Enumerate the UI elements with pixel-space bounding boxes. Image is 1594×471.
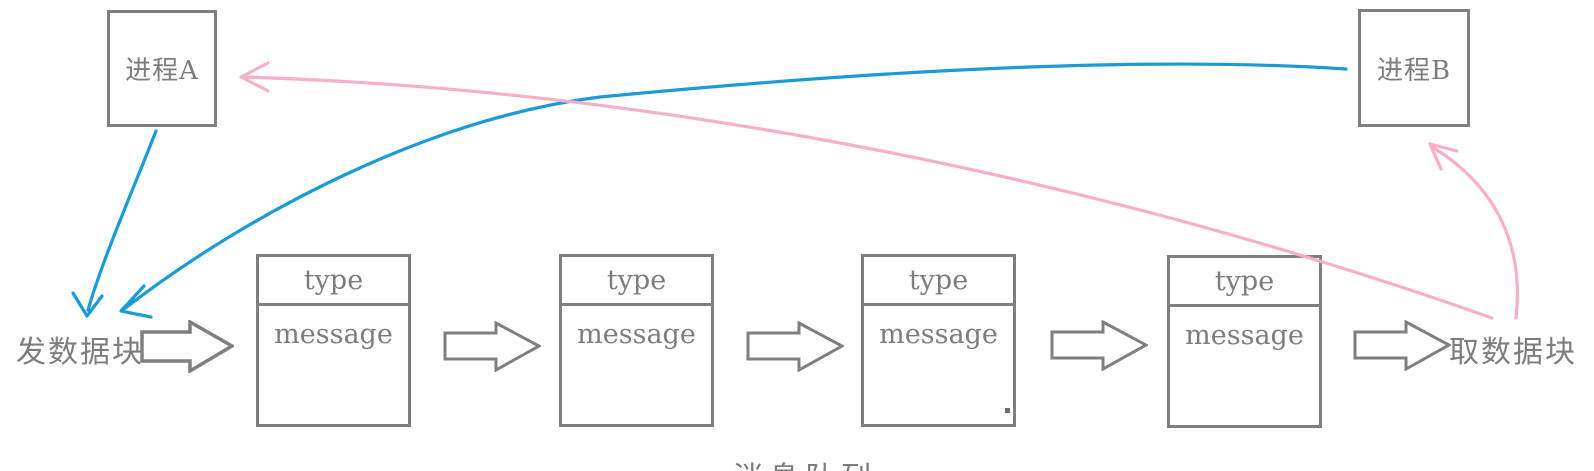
node-type-cell: type — [259, 257, 408, 306]
curve-receive-to-process-b — [1432, 146, 1519, 320]
message-node: type message — [559, 254, 714, 427]
queue-flow-arrow-icon — [1353, 319, 1453, 375]
node-message-cell: message — [274, 319, 393, 350]
queue-flow-arrow-icon — [140, 318, 236, 377]
node-message-cell: message — [577, 319, 696, 350]
send-data-label: 发数据块 — [16, 335, 144, 370]
process-b-label: 进程B — [1376, 55, 1452, 86]
node-type-cell: type — [562, 257, 711, 306]
right-block-arrow-icon — [1050, 319, 1150, 372]
queue-flow-arrow-icon — [746, 320, 846, 376]
message-node: type message — [256, 254, 411, 427]
arrowhead-icon — [71, 291, 104, 318]
queue-flow-arrow-icon — [443, 320, 543, 376]
arrowhead-icon — [1428, 142, 1459, 171]
arrowhead-icon — [119, 284, 153, 319]
message-node: type message — [861, 254, 1016, 427]
queue-flow-arrow-icon — [1050, 319, 1150, 375]
node-message-cell: message — [879, 319, 998, 350]
node-message-cell: message — [1185, 320, 1304, 351]
right-block-arrow-icon — [746, 320, 846, 373]
arrowhead-icon — [239, 61, 270, 93]
stray-dot — [1005, 408, 1010, 413]
right-block-arrow-icon — [443, 320, 543, 373]
process-b-box: 进程B — [1358, 9, 1470, 127]
right-block-arrow-icon — [1353, 319, 1453, 372]
curve-process-a-to-send — [86, 129, 158, 312]
node-type-cell: type — [864, 257, 1013, 306]
message-node: type message — [1167, 255, 1322, 428]
process-a-box: 进程A — [107, 10, 217, 127]
process-a-label: 进程A — [125, 56, 199, 86]
node-type-cell: type — [1170, 258, 1319, 307]
right-block-arrow-icon — [140, 318, 236, 375]
queue-caption: 消息队列 — [733, 453, 877, 471]
receive-data-label: 取数据块 — [1449, 335, 1577, 370]
